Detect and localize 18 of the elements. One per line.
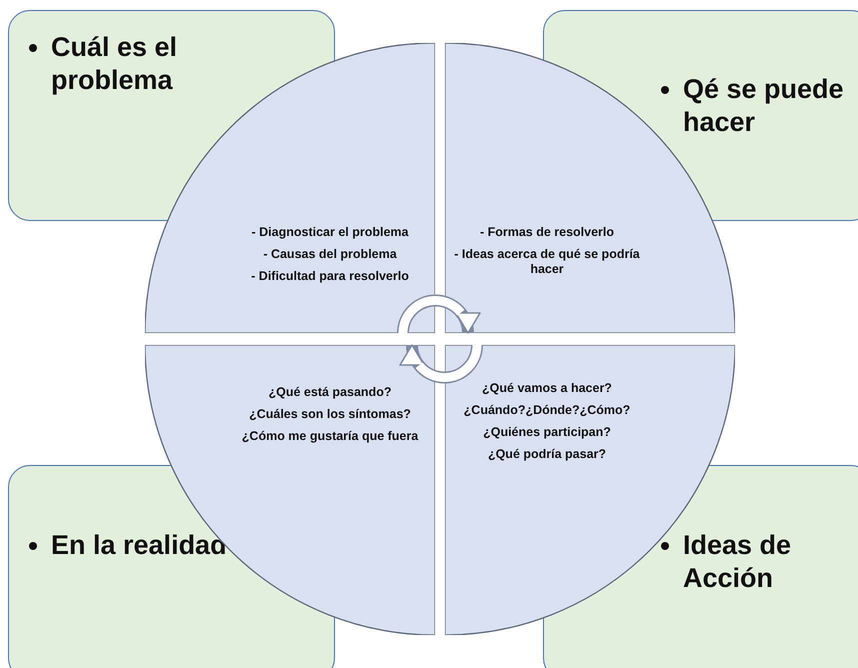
quadrant-text: - Causas del problema [262,247,398,262]
quadrant-text: ¿Cuáles son los síntomas? [248,407,412,422]
quadrant-text: ¿Quiénes participan? [482,425,612,440]
quadrant-text: - Ideas acerca de qué se podría hacer [453,247,641,277]
heading-text: Ideas de Acción [683,530,792,593]
heading-text: En la realidad [51,530,227,560]
curved-arrow [397,294,480,334]
heading-text: Qé se puede hacer [683,74,844,137]
quadrant-text: - Formas de resolverlo [478,225,616,240]
heading-text: Cuál es el problema [51,32,178,95]
curved-arrow [400,344,483,384]
quadrant-text: ¿Cuándo?¿Dónde?¿Cómo? [462,403,632,418]
quadrant-text: - Diagnosticar el problema [250,225,410,240]
quadrant-text: ¿Cómo me gustaría que fuera [240,429,420,444]
quadrant-text: - Dificultad para resolverlo [250,269,410,284]
quadrant-text: ¿Qué podría pasar? [486,447,608,462]
quadrant-text: ¿Qué está pasando? [268,385,392,400]
quadrant-text: ¿Qué vamos a hacer? [481,381,613,396]
